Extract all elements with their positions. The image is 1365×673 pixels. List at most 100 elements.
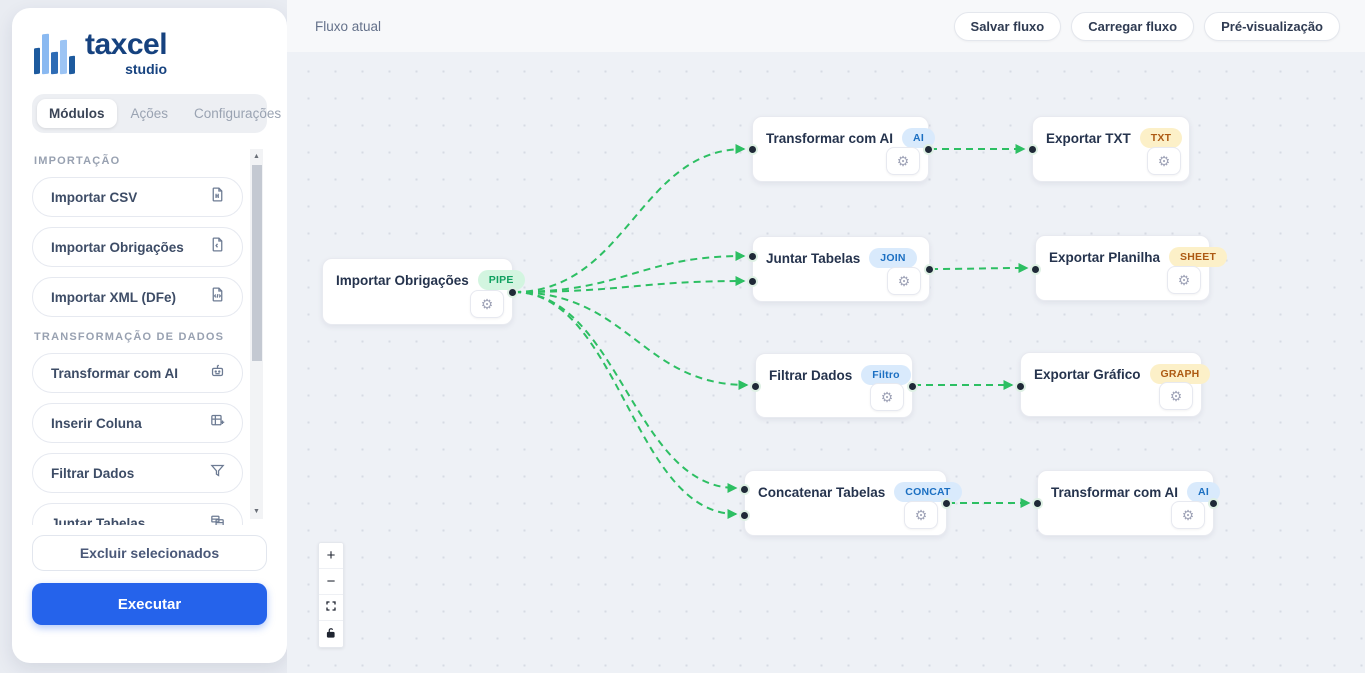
output-handle[interactable] [1210, 500, 1217, 507]
file-import-icon [209, 236, 226, 258]
scrollbar-up-arrow[interactable]: ▲ [250, 149, 263, 164]
input-handle[interactable] [1034, 500, 1041, 507]
node-settings-button[interactable]: ⚙ [1167, 266, 1201, 294]
flow-node-juntar-tabelas[interactable]: Juntar Tabelas JOIN ⚙ [749, 236, 933, 302]
input-handle-2[interactable] [749, 278, 756, 285]
node-settings-button[interactable]: ⚙ [470, 290, 504, 318]
gear-icon: ⚙ [914, 507, 928, 523]
node-settings-button[interactable]: ⚙ [1159, 382, 1193, 410]
tables-join-icon [209, 512, 226, 525]
node-title: Concatenar Tabelas [758, 484, 886, 500]
flow-label: Fluxo atual [315, 18, 382, 34]
node-badge: AI [902, 128, 935, 148]
node-title: Exportar TXT [1046, 130, 1131, 146]
brand-sub: studio [125, 61, 168, 77]
unlock-icon [325, 626, 337, 643]
module-juntar-tabelas[interactable]: Juntar Tabelas [32, 503, 243, 525]
node-badge: TXT [1139, 128, 1183, 148]
fit-view-button[interactable] [319, 595, 343, 621]
flow-node-exportar-txt[interactable]: Exportar TXT TXT ⚙ [1029, 116, 1190, 182]
load-flow-button[interactable]: Carregar fluxo [1071, 11, 1195, 41]
input-handle[interactable] [1032, 266, 1039, 273]
zoom-in-button[interactable]: + [319, 543, 343, 569]
output-handle[interactable] [925, 146, 932, 153]
input-handle-1[interactable] [749, 253, 756, 260]
node-title: Filtrar Dados [769, 367, 853, 383]
input-handle-1[interactable] [741, 486, 748, 493]
topbar: Fluxo atual Salvar fluxo Carregar fluxo … [287, 0, 1365, 52]
node-badge: PIPE [477, 270, 525, 290]
gear-icon: ⚙ [1169, 388, 1183, 404]
node-title: Exportar Planilha [1049, 249, 1161, 265]
node-title: Exportar Gráfico [1034, 366, 1141, 382]
plus-icon: + [326, 547, 336, 564]
module-inserir-coluna[interactable]: Inserir Coluna [32, 403, 243, 443]
logo: taxcel studio [34, 30, 267, 76]
gear-icon: ⚙ [1157, 153, 1171, 169]
scrollbar-thumb[interactable] [251, 165, 262, 361]
module-filtrar-dados[interactable]: Filtrar Dados [32, 453, 243, 493]
module-importar-csv[interactable]: Importar CSV [32, 177, 243, 217]
input-handle[interactable] [1029, 146, 1036, 153]
minus-icon: − [326, 573, 336, 590]
flow-canvas[interactable]: Importar Obrigações PIPE ⚙ Transformar c… [287, 52, 1365, 673]
output-handle[interactable] [943, 500, 950, 507]
output-handle[interactable] [909, 383, 916, 390]
delete-selected-button[interactable]: Excluir selecionados [32, 535, 267, 571]
main-area: Fluxo atual Salvar fluxo Carregar fluxo … [287, 0, 1365, 673]
brand-name: taxcel [85, 28, 168, 61]
tab-acoes[interactable]: Ações [130, 106, 169, 121]
sidebar: taxcel studio Módulos Ações Configuraçõe… [12, 8, 287, 663]
table-insert-column-icon [209, 412, 226, 434]
output-handle[interactable] [926, 266, 933, 273]
input-handle[interactable] [1017, 383, 1024, 390]
scrollbar-down-arrow[interactable]: ▼ [250, 504, 263, 519]
gear-icon: ⚙ [880, 389, 894, 405]
tab-modulos[interactable]: Módulos [37, 99, 117, 128]
lock-button[interactable] [319, 621, 343, 647]
flow-node-transformar-ai-1[interactable]: Transformar com AI AI ⚙ [749, 116, 935, 182]
node-settings-button[interactable]: ⚙ [870, 383, 904, 411]
gear-icon: ⚙ [480, 296, 494, 312]
input-handle-2[interactable] [741, 512, 748, 519]
preview-button[interactable]: Pré-visualização [1204, 11, 1340, 41]
module-importar-obrigacoes[interactable]: Importar Obrigações [32, 227, 243, 267]
sidebar-tabs: Módulos Ações Configurações [32, 94, 281, 133]
node-title: Transformar com AI [1051, 484, 1179, 500]
node-settings-button[interactable]: ⚙ [904, 501, 938, 529]
sidebar-scrollbar[interactable]: ▲ ▼ [250, 149, 263, 519]
execute-button[interactable]: Executar [32, 583, 267, 625]
input-handle[interactable] [749, 146, 756, 153]
node-settings-button[interactable]: ⚙ [886, 147, 920, 175]
funnel-icon [209, 462, 226, 484]
flow-node-transformar-ai-2[interactable]: Transformar com AI AI ⚙ [1034, 470, 1220, 536]
node-settings-button[interactable]: ⚙ [1147, 147, 1181, 175]
zoom-out-button[interactable]: − [319, 569, 343, 595]
tab-configuracoes[interactable]: Configurações [194, 106, 282, 121]
module-transformar-com-ai[interactable]: Transformar com AI [32, 353, 243, 393]
flow-node-exportar-grafico[interactable]: Exportar Gráfico GRAPH ⚙ [1017, 352, 1211, 417]
robot-icon [209, 362, 226, 384]
section-title-transformacao: TRANSFORMAÇÃO DE DADOS [34, 331, 225, 343]
gear-icon: ⚙ [896, 153, 910, 169]
node-title: Juntar Tabelas [766, 250, 861, 266]
canvas-controls: + − [318, 542, 344, 648]
file-csv-icon [209, 186, 226, 208]
node-badge: GRAPH [1149, 364, 1211, 384]
file-xml-icon [209, 286, 226, 308]
flow-node-exportar-planilha[interactable]: Exportar Planilha SHEET ⚙ [1032, 235, 1228, 301]
node-settings-button[interactable]: ⚙ [1171, 501, 1205, 529]
save-flow-button[interactable]: Salvar fluxo [953, 11, 1062, 41]
output-handle[interactable] [509, 289, 516, 296]
flow-node-filtrar-dados[interactable]: Filtrar Dados Filtro ⚙ [752, 353, 916, 418]
node-badge: Filtro [861, 365, 911, 385]
flow-node-concatenar-tabelas[interactable]: Concatenar Tabelas CONCAT ⚙ [741, 470, 962, 536]
node-badge: SHEET [1169, 247, 1228, 267]
module-importar-xml-dfe[interactable]: Importar XML (DFe) [32, 277, 243, 317]
flow-node-importar-obrigacoes[interactable]: Importar Obrigações PIPE ⚙ [322, 258, 525, 325]
node-title: Importar Obrigações [336, 272, 469, 288]
input-handle[interactable] [752, 383, 759, 390]
gear-icon: ⚙ [1177, 272, 1191, 288]
gear-icon: ⚙ [897, 273, 911, 289]
node-settings-button[interactable]: ⚙ [887, 267, 921, 295]
